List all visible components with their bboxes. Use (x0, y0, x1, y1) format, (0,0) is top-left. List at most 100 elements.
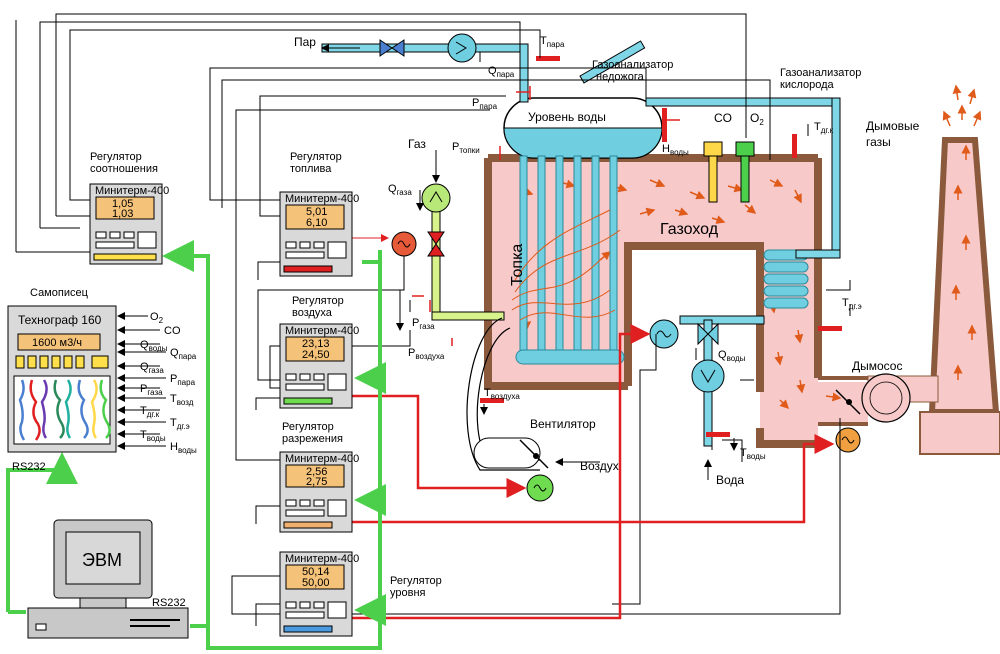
fan-motor (526, 474, 554, 502)
fan-label: Вентилятор (530, 417, 596, 431)
regulator-ratio-device: Минитерм-400 (95, 185, 169, 197)
p-gas-label: Pгаза (412, 317, 435, 331)
recorder-input-q-water: Qводы (140, 339, 168, 353)
regulator-ratio-title1: Регулятор (90, 151, 142, 163)
regulator-fuel-device: Минитерм-400 (285, 193, 359, 205)
smoke-exhauster (835, 373, 911, 423)
regulator-air: Минитерм-400 23,13 24,50 (279, 323, 359, 409)
p-steam-label: Pпара (472, 97, 498, 111)
t-air-label: Tвоздуха (484, 387, 520, 401)
signal-wires (15, 13, 851, 626)
regulator-fuel-value1: 5,01 (306, 206, 327, 218)
recorder-input-q-steam: Qпара (170, 347, 197, 361)
furnace-label: Топка (509, 244, 526, 286)
flue-gas-flow-arrows (519, 178, 842, 410)
computer-label: ЭВМ (82, 550, 122, 570)
rs232-recorder-label: RS232 (12, 461, 46, 473)
regulator-draft-value2: 2,75 (306, 476, 327, 488)
regulator-draft-title1: Регулятор (282, 421, 334, 433)
water-valve (697, 322, 719, 346)
level-sensor (662, 108, 667, 142)
t-water-label: Tводы (740, 447, 766, 461)
regulator-fuel: Минитерм-400 5,01 6,10 (279, 191, 359, 277)
o2-analyzer-title2: кислорода (780, 79, 835, 91)
recorder-input-o2: O2 (150, 311, 164, 325)
control-lines-red (352, 234, 835, 620)
regulator-air-value1: 23,13 (302, 338, 330, 350)
recorder-device: Технограф 160 (18, 313, 102, 327)
water-valve-motor (649, 319, 679, 349)
regulator-draft: Минитерм-400 2,56 2,75 (279, 451, 359, 533)
co-analyzer (703, 141, 723, 203)
p-air-label: Pвоздуха (408, 347, 445, 361)
recorder-input-t-air: Tвозд (170, 393, 194, 407)
t-steam-label: Tпара (540, 35, 565, 49)
p-furnace-label: Pтопки (452, 141, 480, 155)
co-analyzer-title2: недожога (596, 71, 645, 83)
co-label: CO (714, 111, 732, 125)
t-dgk-label: Tдг.к (814, 121, 834, 135)
recorder-input-p-steam: Pпара (170, 373, 196, 387)
co-analyzer-title1: Газоанализатор (592, 59, 673, 71)
recorder: Технограф 160 1600 м3/ч (7, 305, 117, 453)
q-water-label: Qводы (718, 349, 746, 363)
regulator-air-device: Минитерм-400 (285, 325, 359, 337)
recorder-input-q-gas: Qгаза (140, 361, 164, 375)
regulator-level-title2: уровня (390, 587, 426, 599)
flue-label: Газоход (660, 221, 719, 238)
regulator-draft-value1: 2,56 (306, 466, 327, 478)
regulator-fuel-title1: Регулятор (290, 151, 342, 163)
gas-valve-motor (391, 231, 417, 257)
smoke-exhauster-label: Дымосос (852, 359, 902, 373)
steam-valve (379, 39, 405, 57)
signal-arrows (117, 44, 851, 480)
regulator-ratio: Минитерм-400 1,05 1,03 (89, 183, 169, 265)
gas-flowmeter (421, 183, 451, 213)
steam-flowmeter (447, 33, 477, 63)
flue-gases-label-1: Дымовые (866, 119, 920, 133)
recorder-title: Самописец (30, 287, 89, 299)
chimney-smoke-arrows (942, 84, 982, 380)
regulator-fuel-title2: топлива (290, 163, 332, 175)
fan (466, 317, 549, 471)
flame (511, 209, 621, 321)
h-water-label: Hводы (662, 143, 689, 157)
regulator-air-value2: 24,50 (302, 349, 330, 361)
rs232-pc-label: RS232 (152, 597, 186, 609)
temp-sensors (480, 56, 842, 437)
regulator-draft-device: Минитерм-400 (285, 453, 359, 465)
regulator-level: Минитерм-400 50,14 50,00 (279, 551, 359, 637)
q-gas-label: Qгаза (388, 183, 412, 197)
o2-analyzer (735, 141, 755, 203)
comm-lines-green (6, 240, 386, 650)
regulator-draft-title2: разрежения (282, 433, 343, 445)
sensor-markers (412, 86, 680, 346)
water-flowmeter (691, 359, 725, 393)
boiler-drum: Уровень воды (503, 97, 663, 159)
t-dge-label: Tдг.э (842, 297, 862, 311)
gas-valve (427, 231, 445, 257)
o2-analyzer-title1: Газоанализатор (780, 67, 861, 79)
regulator-level-device: Минитерм-400 (285, 553, 359, 565)
flue-gases-label-2: газы (866, 135, 891, 149)
q-steam-label: Qпара (488, 65, 515, 79)
riser-tubes (515, 155, 625, 365)
recorder-input-t-water: Tводы (140, 429, 166, 443)
economizer-coil (763, 249, 809, 309)
computer (27, 519, 189, 639)
steam-label: Пар (294, 35, 316, 49)
water-level-label: Уровень воды (528, 110, 606, 124)
regulator-fuel-value2: 6,10 (306, 217, 327, 229)
regulator-ratio-title2: соотношения (90, 163, 158, 175)
gas-label: Газ (408, 137, 426, 151)
recorder-input-h-water: Hводы (170, 441, 197, 455)
regulator-level-title1: Регулятор (390, 575, 442, 587)
regulator-level-value1: 50,14 (302, 566, 330, 578)
recorder-input-p-gas: Pгаза (140, 383, 163, 397)
smoke-exhauster-motor (835, 427, 861, 453)
regulator-ratio-value1: 1,05 (112, 198, 133, 210)
o2-label: O2 (750, 111, 764, 127)
air-label: Воздух (580, 459, 619, 473)
recorder-display: 1600 м3/ч (32, 337, 82, 349)
regulator-air-title2: воздуха (292, 307, 333, 319)
